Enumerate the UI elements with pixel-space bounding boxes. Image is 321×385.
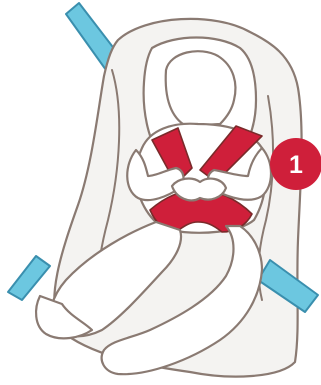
child-hands bbox=[172, 179, 226, 201]
child-head bbox=[166, 51, 236, 126]
callout-label: 1 bbox=[289, 151, 303, 179]
callout-badge: 1 bbox=[270, 138, 321, 190]
vehicle-belt-lower bbox=[8, 256, 50, 300]
